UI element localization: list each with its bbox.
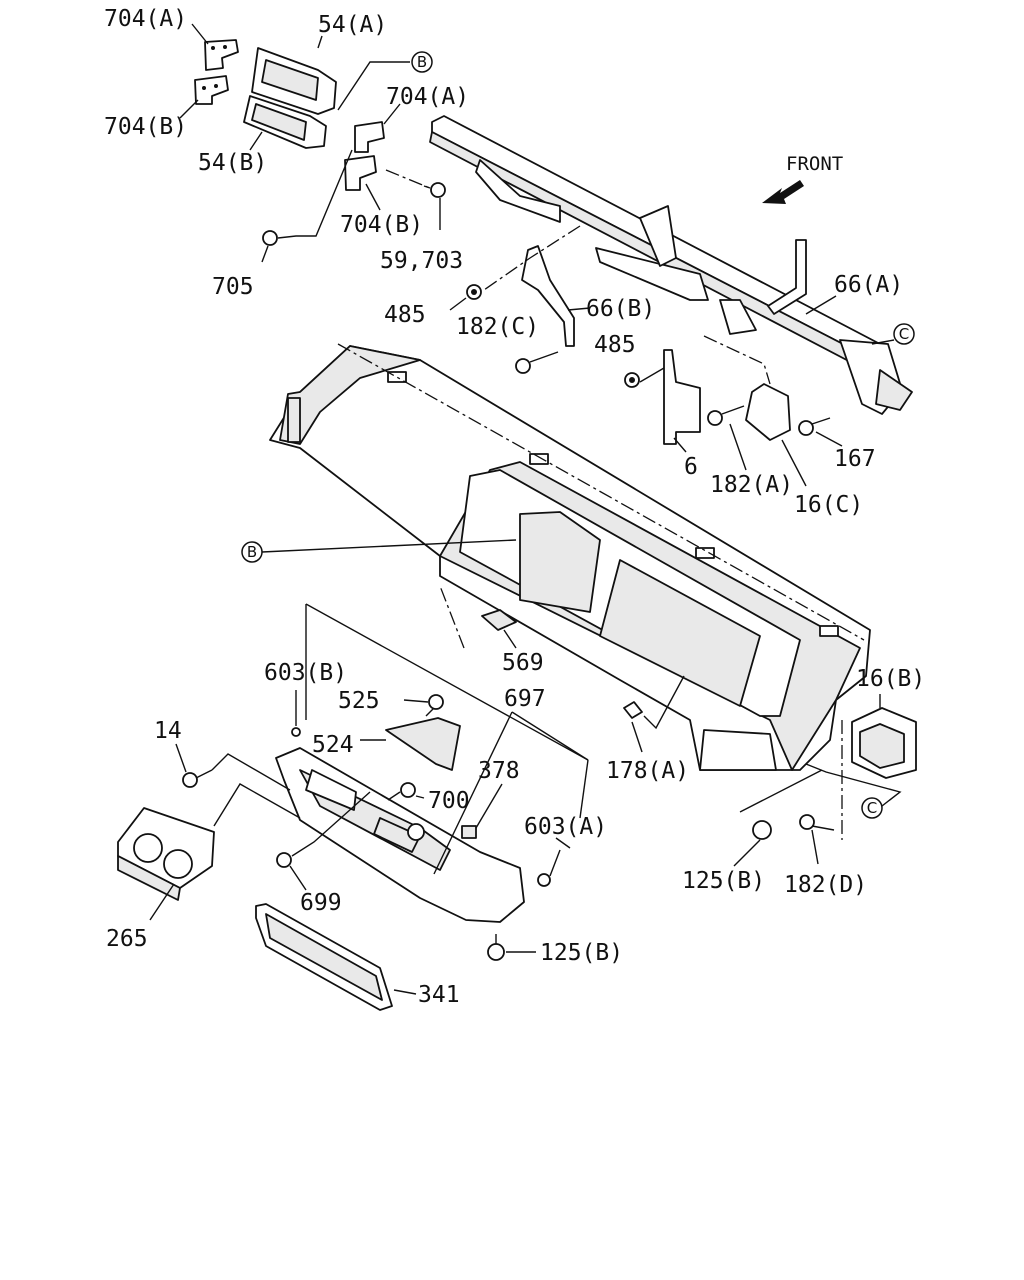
bracket-704b-top bbox=[194, 75, 229, 105]
label-178a: 178(A) bbox=[606, 758, 689, 784]
label-485-right: 485 bbox=[594, 332, 636, 358]
bracket-6-group bbox=[624, 335, 843, 487]
clip-125b-bottom bbox=[487, 934, 536, 961]
bracket-704-mid-group bbox=[261, 103, 446, 263]
callout-c-top: C bbox=[871, 323, 915, 345]
nut-178a bbox=[623, 675, 685, 753]
bracket-524 bbox=[385, 717, 461, 771]
svg-text:B: B bbox=[417, 53, 427, 71]
label-59-703: 59,703 bbox=[380, 248, 463, 274]
label-16c: 16(C) bbox=[794, 492, 863, 518]
label-700: 700 bbox=[428, 788, 470, 814]
lower-trim-697-group bbox=[175, 603, 589, 923]
cross-car-beam-66a bbox=[429, 115, 913, 415]
label-66b: 66(B) bbox=[586, 296, 655, 322]
callout-b-panel: B bbox=[241, 539, 517, 563]
screw-525 bbox=[403, 694, 444, 717]
label-265: 265 bbox=[106, 926, 148, 952]
bolt-182c bbox=[515, 351, 559, 374]
bolt-182a bbox=[707, 405, 745, 426]
callout-b-top: B bbox=[411, 51, 433, 73]
label-16b: 16(B) bbox=[856, 666, 925, 692]
label-603a: 603(A) bbox=[524, 814, 607, 840]
bracket-704a-mid bbox=[354, 121, 385, 153]
bolt-182d bbox=[799, 814, 835, 831]
label-378 bbox=[461, 825, 477, 839]
label-6: 6 bbox=[684, 454, 698, 480]
label-54b: 54(B) bbox=[198, 150, 267, 176]
label-125b-right: 125(B) bbox=[682, 868, 765, 894]
part-number-labels: 704(A) 704(B) 54(A) 54(B) 704(A) 704(B) … bbox=[104, 6, 925, 1008]
label-182d: 182(D) bbox=[784, 872, 867, 898]
label-125b-bottom: 125(B) bbox=[540, 940, 623, 966]
screw-59-703 bbox=[423, 182, 446, 230]
bracket-6 bbox=[663, 349, 701, 445]
label-704a-mid: 704(A) bbox=[386, 84, 469, 110]
label-705: 705 bbox=[212, 274, 254, 300]
label-524: 524 bbox=[312, 732, 354, 758]
label-341: 341 bbox=[418, 982, 460, 1008]
clip-699 bbox=[276, 791, 371, 891]
nut-485-left bbox=[466, 284, 482, 300]
screw-700 bbox=[387, 782, 425, 801]
label-14: 14 bbox=[154, 718, 182, 744]
front-arrow-icon bbox=[762, 180, 804, 204]
label-704a-top: 704(A) bbox=[104, 6, 187, 32]
screw-705 bbox=[261, 149, 353, 263]
label-378: 378 bbox=[478, 758, 520, 784]
callout-c-side: C bbox=[861, 797, 883, 819]
side-panel-16b-group bbox=[733, 694, 917, 867]
label-54a: 54(A) bbox=[318, 12, 387, 38]
bracket-66b bbox=[521, 245, 575, 347]
bracket-704a-top bbox=[204, 39, 239, 71]
clip-603a bbox=[537, 849, 561, 887]
svg-text:B: B bbox=[247, 543, 257, 561]
bracket-16c bbox=[745, 383, 791, 441]
instrument-panel bbox=[269, 343, 871, 771]
label-603b: 603(B) bbox=[264, 660, 347, 686]
label-182a: 182(A) bbox=[710, 472, 793, 498]
label-704b-mid: 704(B) bbox=[340, 212, 423, 238]
label-182c: 182(C) bbox=[456, 314, 539, 340]
label-66a: 66(A) bbox=[834, 272, 903, 298]
svg-text:C: C bbox=[899, 325, 909, 343]
cup-holder-265 bbox=[117, 783, 301, 921]
clip-603b bbox=[291, 690, 301, 737]
front-label: FRONT bbox=[786, 153, 843, 175]
bracket-704b-mid bbox=[344, 155, 377, 191]
cover-341 bbox=[255, 903, 417, 1011]
svg-text:C: C bbox=[867, 799, 877, 817]
clip-569 bbox=[481, 609, 517, 649]
bracket-66b-group bbox=[449, 225, 591, 374]
label-485-left: 485 bbox=[384, 302, 426, 328]
label-167: 167 bbox=[834, 446, 876, 472]
front-direction-indicator: FRONT bbox=[762, 153, 843, 204]
clip-125b-right bbox=[752, 820, 772, 840]
label-697: 697 bbox=[504, 686, 546, 712]
bracket-704-top-group bbox=[179, 23, 239, 119]
label-699: 699 bbox=[300, 890, 342, 916]
label-704b-top: 704(B) bbox=[104, 114, 187, 140]
bolt-14 bbox=[175, 743, 291, 791]
pocket-54-group bbox=[243, 35, 410, 151]
bolt-167 bbox=[798, 417, 831, 436]
label-569: 569 bbox=[502, 650, 544, 676]
nut-485-right bbox=[624, 372, 640, 388]
label-525: 525 bbox=[338, 688, 380, 714]
